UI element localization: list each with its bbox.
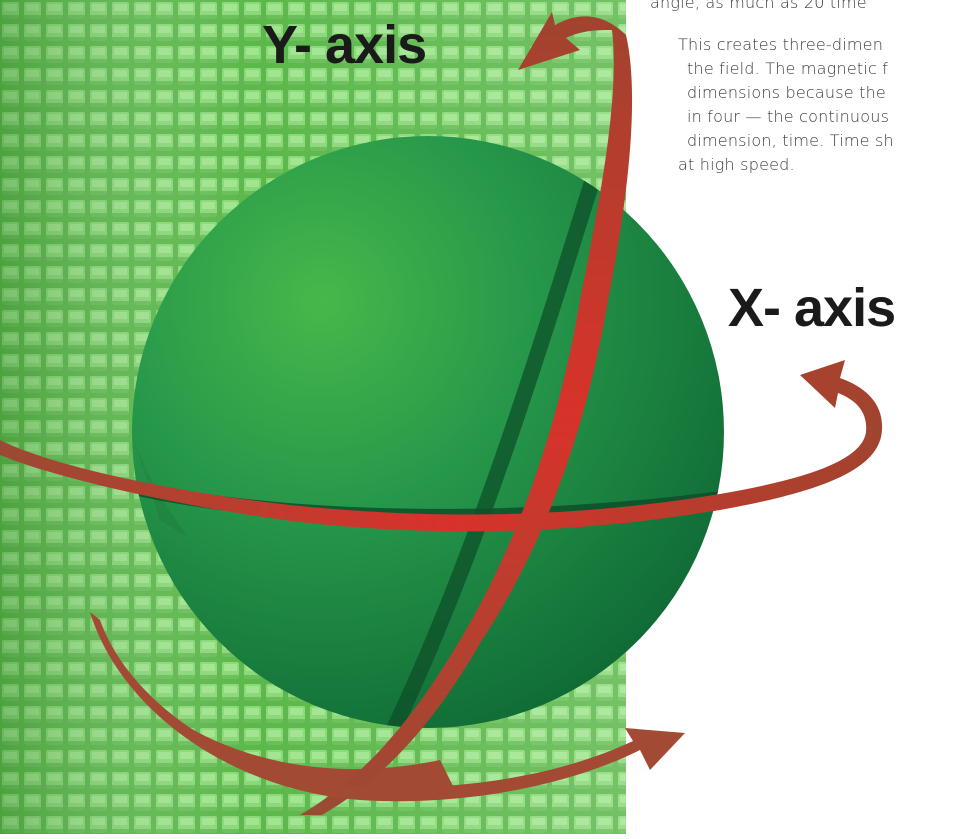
body-text-line: at high speed. [678,155,795,174]
rear-ring-segment [95,615,455,792]
body-text-line: in four — the continuous [687,107,890,126]
x-axis-label: X- axis [728,278,896,338]
y-axis-arrow [300,12,633,815]
body-text-line: dimensions because the [687,83,886,102]
body-text-line: dimension, time. Time sh [687,131,894,150]
body-text-line: This creates three-dimen [678,35,884,54]
body-text-line: the field. The magnetic f [687,59,889,78]
body-text: angle, as much as 20 time This creates t… [650,0,971,177]
body-text-line: angle, as much as 20 time [650,0,867,12]
globe-sphere [132,136,724,728]
y-axis-label: Y- axis [262,15,427,75]
